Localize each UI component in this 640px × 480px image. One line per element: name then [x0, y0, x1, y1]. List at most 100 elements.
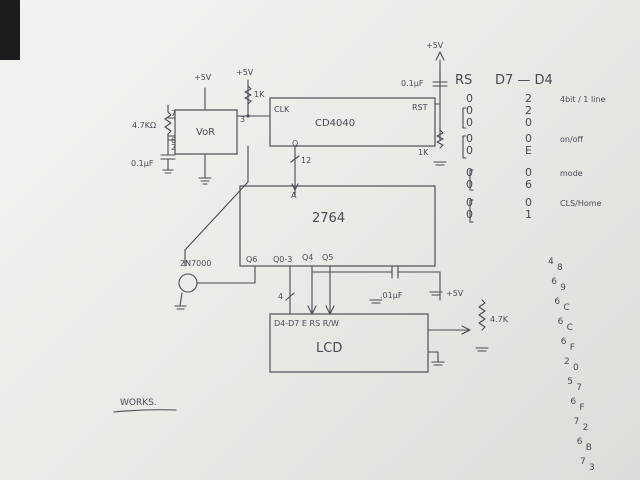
bracket [469, 199, 474, 223]
tail-digit: C [563, 303, 569, 313]
addr-pin-label: A [291, 191, 297, 200]
table-cell-rs: 0 [466, 104, 473, 117]
table-cell-note: CLS/Home [560, 199, 602, 208]
table-cell-d: 0 [525, 132, 532, 145]
tail-digit: B [586, 443, 592, 453]
tail-digit: C [567, 323, 573, 333]
table-cell-rs: 0 [466, 132, 473, 145]
potentiometer-icon [478, 299, 486, 331]
table-cell-d: 1 [525, 208, 532, 221]
tail-digit: 2 [583, 423, 589, 433]
q-pin-label: Q [292, 139, 298, 148]
timer-chip [174, 109, 238, 155]
table-cell-rs: 0 [466, 116, 473, 129]
resistor-icon [436, 129, 444, 149]
table-cell-d: 0 [525, 116, 532, 129]
ground-icon [475, 347, 489, 352]
tail-digit: 6 [561, 337, 567, 347]
pin3-label: 3 [240, 115, 245, 124]
pin7-label: 7 [171, 109, 176, 118]
table-cell-d: 2 [525, 92, 532, 105]
capacitor-icon [432, 81, 448, 87]
table-cell-d: 0 [525, 166, 532, 179]
table-cell-d: 2 [525, 104, 532, 117]
table-head-rs: RS [455, 73, 472, 88]
table-cell-note: mode [560, 169, 583, 178]
contrast-pot-label: 4.7K [490, 315, 509, 324]
transistor-label: 2N7000 [180, 259, 211, 268]
tail-digit: 7 [576, 383, 582, 393]
ground-icon [431, 361, 445, 366]
bus-slash [290, 155, 300, 163]
tail-digit: 3 [589, 463, 595, 473]
q6-pin-label: Q6 [246, 255, 257, 264]
cap-bus-wire [311, 271, 441, 301]
timing-cap-label: 0.1μF [131, 159, 154, 168]
tail-digit: 6 [554, 297, 560, 307]
ground-icon [174, 305, 187, 310]
ground-icon [198, 177, 212, 185]
bus4-label: 4 [278, 292, 283, 301]
tail-digit: 5 [567, 377, 573, 387]
tail-digit: 6 [577, 437, 583, 447]
transistor-icon [178, 273, 198, 293]
resistor-icon [244, 85, 252, 105]
timer-chip-label: VoR [196, 127, 215, 138]
bracket [462, 135, 467, 159]
lcd-vcc-label: +5V [446, 289, 464, 298]
tail-digit: F [579, 403, 584, 413]
eprom-chip [239, 185, 436, 267]
rst-cap-label: 0.1μF [401, 79, 424, 88]
ground-icon [162, 169, 174, 174]
q03-pin-label: Q0-3 [273, 255, 292, 264]
counter-chip-label: CD4040 [315, 118, 355, 129]
tail-digit: 8 [557, 263, 563, 273]
tail-digit: 4 [548, 257, 554, 267]
timer-vcc-label: +5V [194, 73, 212, 82]
lcd-label: LCD [316, 341, 342, 356]
arrow-right-icon [461, 325, 471, 335]
lcd-module [269, 313, 429, 373]
tail-digit: 7 [574, 417, 580, 427]
pin6-label: 6 [171, 136, 176, 145]
capacitor-icon [160, 154, 176, 160]
tail-digit: 6 [551, 277, 557, 287]
arrow-up-icon [435, 51, 445, 61]
rst-vcc-label: +5V [426, 41, 444, 50]
q6-wire [196, 265, 256, 284]
tail-digit: F [570, 343, 575, 353]
table-cell-rs: 0 [466, 92, 473, 105]
table-head-d: D7 — D4 [495, 73, 553, 88]
tail-digit: 2 [564, 357, 570, 367]
bracket [462, 107, 467, 129]
table-cell-note: 4bit / 1 line [560, 95, 605, 104]
resistor-icon [164, 111, 172, 135]
rst-pin-label: RST [412, 103, 428, 112]
table-cell-note: on/off [560, 135, 584, 144]
q4-pin-label: Q4 [302, 253, 313, 262]
counter-chip [269, 97, 436, 147]
ground-icon [433, 161, 447, 166]
table-cell-d: E [525, 144, 532, 157]
pot-vcc-label: +5V [236, 68, 254, 77]
clk-pin-label: CLK [274, 105, 290, 114]
capacitor-icon [391, 265, 399, 279]
lcd-pins-label: D4-D7 E RS R/W [274, 319, 339, 328]
timing-resistor-label: 4.7KΩ [132, 121, 156, 130]
transistor-gnd-wire [179, 292, 183, 307]
tail-digit: 0 [573, 363, 579, 373]
rst-resistor-label: 1K [418, 148, 429, 157]
bus12-label: 12 [301, 156, 311, 165]
works-underline [113, 409, 177, 413]
eprom-chip-label: 2764 [312, 211, 345, 226]
ground-icon [429, 291, 443, 296]
tail-digit: 6 [570, 397, 576, 407]
tail-digit: 9 [560, 283, 566, 293]
q5-pin-label: Q5 [322, 253, 333, 262]
lcd-cap-label: .01μF [380, 291, 403, 300]
feedback-wire [184, 145, 249, 267]
